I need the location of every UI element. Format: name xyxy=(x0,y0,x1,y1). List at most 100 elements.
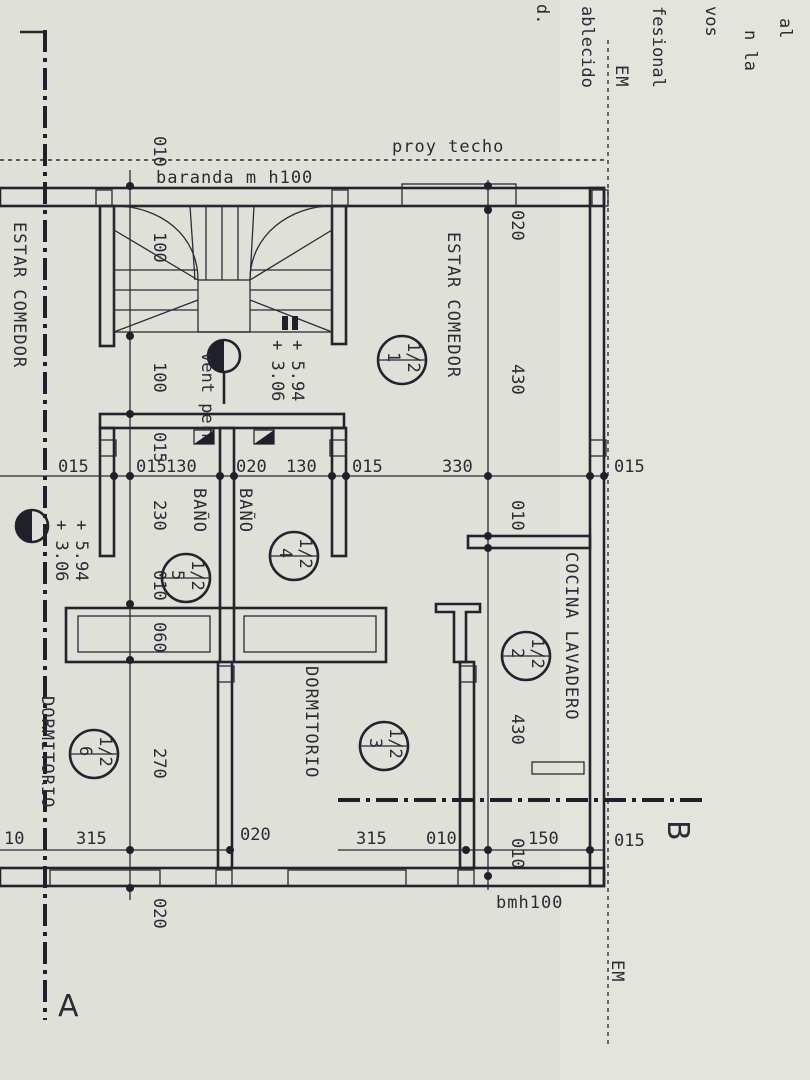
dim-020-d: 020 xyxy=(507,210,527,241)
dim-010-c: 010 xyxy=(507,500,527,531)
room-tag-5: 1/2 5 xyxy=(160,552,212,604)
dim-10-edge: 10 xyxy=(4,829,24,849)
room-estar-comedor-left: ESTAR COMEDOR xyxy=(9,222,29,368)
room-bano-2: BAÑO xyxy=(235,488,257,533)
stair-marker-1 xyxy=(282,316,288,330)
railing-label: baranda m h100 xyxy=(156,168,313,188)
room-dormitorio-left: DORMITORIO xyxy=(37,696,57,808)
room-cocina-lavadero: COCINA LAVADERO xyxy=(561,552,581,721)
bath-divider-wall xyxy=(218,426,236,610)
closet-left-inner xyxy=(77,615,211,653)
room-tag-3: 1/2 3 xyxy=(358,720,410,772)
dim-020-a: 020 xyxy=(236,457,267,477)
room-estar-comedor: ESTAR COMEDOR xyxy=(443,232,463,378)
dim-015-a: 015 xyxy=(58,457,89,477)
dim-010-a: 010 xyxy=(426,829,457,849)
dim-015-b: 015 xyxy=(136,457,167,477)
level-4-value: + 3.06 xyxy=(51,520,71,581)
bath-vent-2-fill xyxy=(254,430,274,444)
room-bano-1: BAÑO xyxy=(189,488,211,533)
dim-270: 270 xyxy=(149,748,169,779)
dimension-dots xyxy=(110,182,608,892)
room-tag-4-bottom: 4 xyxy=(275,548,295,558)
room-tag-5-bottom: 5 xyxy=(167,570,187,580)
dim-010-d: 010 xyxy=(507,838,527,869)
window-bottom xyxy=(287,869,407,887)
dim-020-b: 020 xyxy=(240,825,271,845)
window-bottom-left xyxy=(49,869,161,887)
level-marker-1 xyxy=(206,338,242,404)
dim-230: 230 xyxy=(149,500,169,531)
top-notes: al n la vos fesional ablecido d. xyxy=(532,4,795,88)
dim-100-perm: 100 xyxy=(149,362,169,393)
vent-perm-label: vent perm xyxy=(197,352,217,444)
room-dormitorio: DORMITORIO xyxy=(301,666,321,778)
bmh-label: bmh100 xyxy=(496,893,563,913)
room-tag-2-bottom: 2 xyxy=(507,648,527,658)
note-5: ablecido xyxy=(577,6,597,88)
room-tag-1: 1/2 1 xyxy=(376,334,428,386)
closet-right-inner xyxy=(243,615,377,653)
dim-130-a: 130 xyxy=(166,457,197,477)
dim-060: 060 xyxy=(149,622,169,653)
room-tag-6-top: 1/2 xyxy=(95,736,115,767)
room-tag-1-bottom: 1 xyxy=(383,352,403,362)
closet-left xyxy=(64,606,222,664)
dim-150: 150 xyxy=(528,829,559,849)
em-label-bottom: EM xyxy=(607,960,627,982)
room-tag-6-bottom: 6 xyxy=(75,746,95,756)
room-tag-1-top: 1/2 xyxy=(403,342,423,373)
room-tag-2-top: 1/2 xyxy=(527,638,547,669)
dim-315-b: 315 xyxy=(356,829,387,849)
dim-430-a: 430 xyxy=(507,364,527,395)
note-2: n la xyxy=(740,30,760,71)
kitchen-t-wall xyxy=(434,602,482,664)
level-3-value: + 5.94 xyxy=(71,520,91,581)
stair-marker-2 xyxy=(292,316,298,330)
dim-015-e: 015 xyxy=(614,831,645,851)
paper-highlight xyxy=(560,0,810,1080)
roof-projection-label: proy techo xyxy=(392,137,504,157)
note-3: vos xyxy=(701,6,721,37)
dim-010-b: 010 xyxy=(149,570,169,601)
stair-well xyxy=(197,279,251,333)
dim-010-top: 010 xyxy=(149,136,169,167)
room-tag-3-bottom: 3 xyxy=(365,738,385,748)
dorm-divider-wall xyxy=(216,660,234,870)
level-marker-1-fill xyxy=(208,340,224,372)
closet-right xyxy=(232,606,388,664)
dim-100-stair: 100 xyxy=(149,232,169,263)
level-marker-2-fill xyxy=(16,510,32,542)
room-tag-3-top: 1/2 xyxy=(385,728,405,759)
dim-020-c: 020 xyxy=(149,898,169,929)
dimension-lines xyxy=(0,170,604,900)
room-tag-4-top: 1/2 xyxy=(295,538,315,569)
bath-right-wall xyxy=(330,426,348,558)
bath-vent-1-fill xyxy=(194,430,214,444)
bath-left-wall xyxy=(98,426,116,558)
dim-315-a: 315 xyxy=(76,829,107,849)
window-top xyxy=(401,183,517,207)
dim-015-d: 015 xyxy=(614,457,645,477)
axis-b-label: B xyxy=(660,820,695,841)
sink xyxy=(531,761,585,775)
level-2-value: + 3.06 xyxy=(267,340,287,401)
room-tag-6: 1/2 6 xyxy=(68,728,120,780)
dim-015-c: 015 xyxy=(352,457,383,477)
room-tag-5-top: 1/2 xyxy=(187,560,207,591)
note-6: d. xyxy=(532,4,552,24)
level-1-value: + 5.94 xyxy=(287,340,307,401)
staircase xyxy=(113,205,333,333)
columns xyxy=(95,189,609,887)
note-1: al xyxy=(775,18,795,38)
stair-curve-right xyxy=(249,205,333,281)
room-tag-4: 1/2 4 xyxy=(268,530,320,582)
axis-a-label: A xyxy=(58,989,79,1024)
em-label-top: EM xyxy=(611,65,631,87)
dim-430-b: 430 xyxy=(507,714,527,745)
note-4: fesional xyxy=(648,6,668,88)
dim-015-v: 015 xyxy=(149,432,169,463)
room-tag-2: 1/2 2 xyxy=(500,630,552,682)
level-marker-2 xyxy=(14,508,50,544)
